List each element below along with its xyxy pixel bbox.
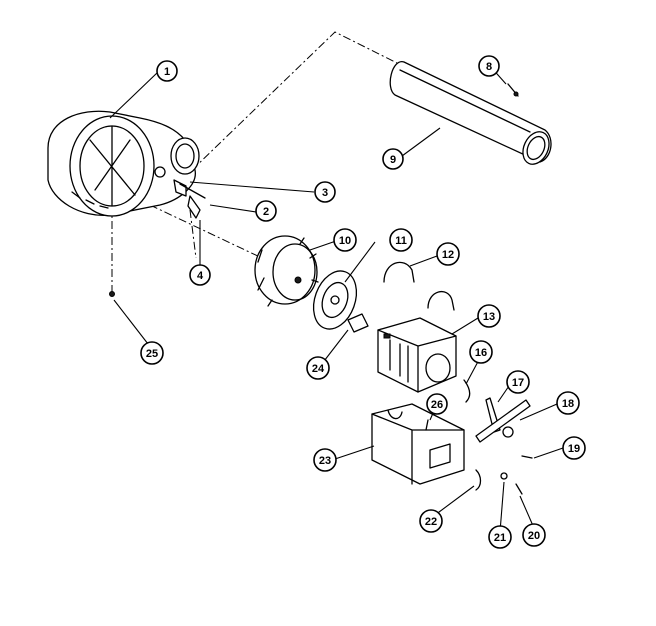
svg-text:12: 12 [442, 249, 454, 261]
callout-20: 20 [522, 523, 546, 547]
screw-8 [507, 83, 519, 97]
callout-25: 25 [140, 341, 164, 365]
svg-text:3: 3 [322, 187, 328, 199]
callout-2: 2 [255, 200, 277, 222]
hardware [109, 291, 533, 495]
callout-13: 13 [477, 304, 501, 328]
svg-text:20: 20 [528, 530, 540, 542]
exhaust-duct [389, 61, 552, 165]
callout-23: 23 [313, 448, 337, 472]
svg-text:10: 10 [339, 235, 351, 247]
svg-text:8: 8 [486, 61, 492, 73]
callout-21: 21 [488, 525, 512, 549]
svg-text:21: 21 [494, 532, 506, 544]
callout-12: 12 [436, 242, 460, 266]
svg-text:25: 25 [146, 348, 158, 360]
svg-text:11: 11 [395, 235, 407, 247]
spring-clip [463, 379, 471, 403]
callout-11: 11 [389, 228, 413, 252]
svg-text:17: 17 [512, 377, 524, 389]
callout-26: 26 [426, 393, 448, 415]
svg-text:18: 18 [562, 398, 574, 410]
callout-22: 22 [419, 509, 443, 533]
svg-text:1: 1 [164, 66, 170, 78]
callout-10: 10 [333, 228, 357, 252]
seal-disc [312, 270, 358, 330]
motor-mount [371, 403, 465, 485]
svg-text:16: 16 [475, 347, 487, 359]
svg-text:9: 9 [390, 154, 396, 166]
callout-18: 18 [556, 391, 580, 415]
callout-16: 16 [469, 340, 493, 364]
callout-8: 8 [478, 55, 500, 77]
callout-24: 24 [306, 356, 330, 380]
svg-text:23: 23 [319, 455, 331, 467]
small-brackets [154, 166, 206, 219]
callout-17: 17 [506, 370, 530, 394]
svg-text:24: 24 [312, 363, 325, 375]
blower-wheel [254, 235, 319, 307]
svg-text:2: 2 [263, 206, 269, 218]
svg-text:13: 13 [483, 311, 495, 323]
blower-housing [47, 110, 200, 217]
svg-text:22: 22 [425, 516, 437, 528]
callout-4: 4 [189, 264, 211, 286]
callout-3: 3 [314, 181, 336, 203]
svg-text:4: 4 [197, 270, 204, 282]
svg-text:19: 19 [568, 443, 580, 455]
svg-text:26: 26 [431, 399, 443, 411]
callout-1: 1 [156, 60, 178, 82]
switch-arms [475, 397, 531, 443]
callout-9: 9 [382, 148, 404, 170]
motor [377, 317, 457, 393]
coupling [347, 313, 369, 333]
callout-19: 19 [562, 436, 586, 460]
motor-clamps [383, 261, 455, 311]
